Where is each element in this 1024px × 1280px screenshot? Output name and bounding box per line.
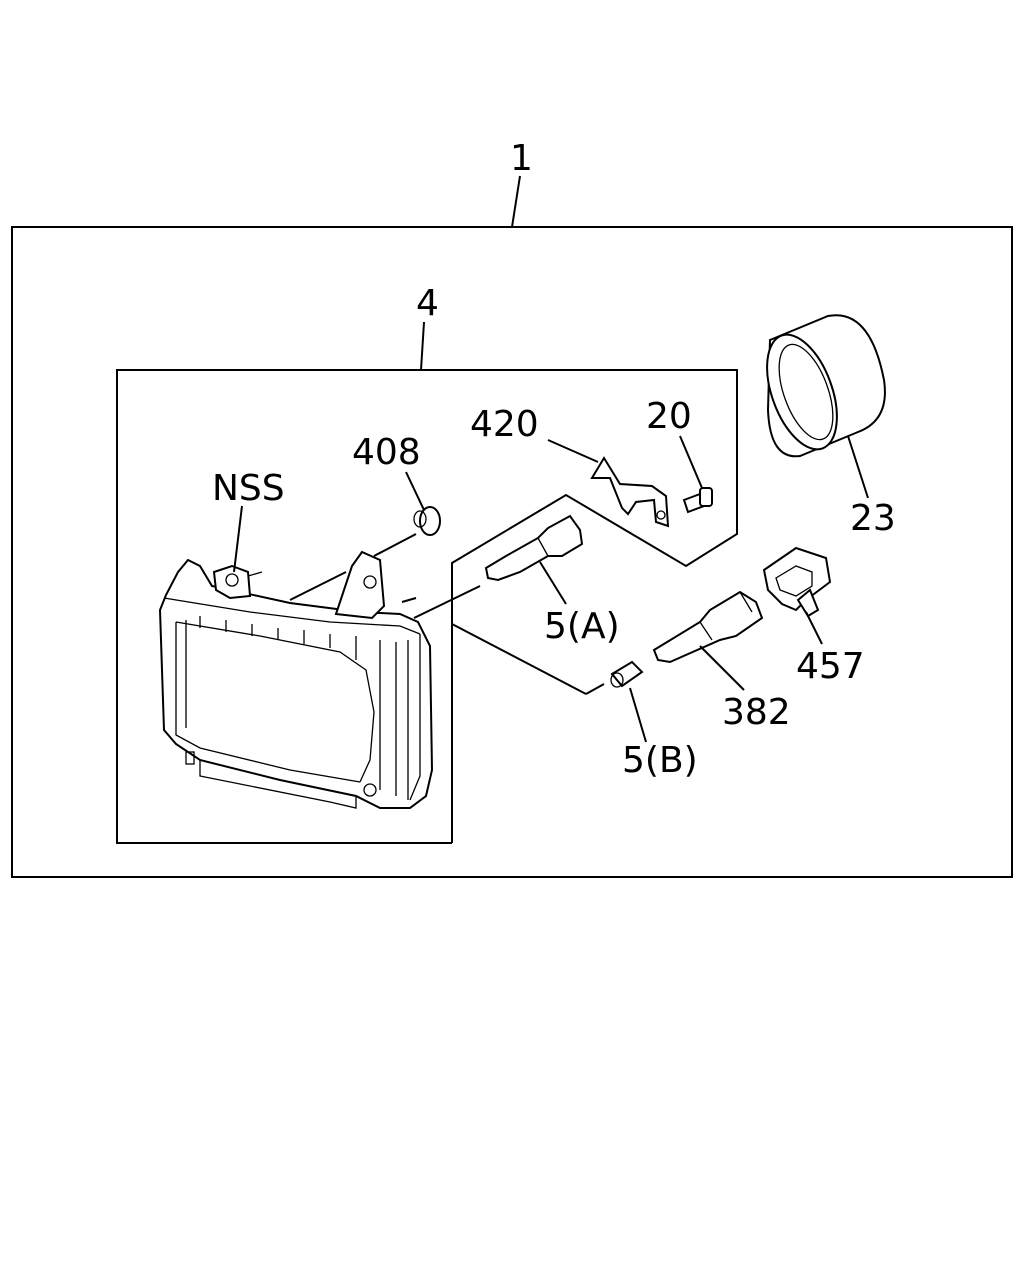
bracket-420 xyxy=(590,456,670,528)
leader-457 xyxy=(805,611,823,645)
subassembly-frame xyxy=(116,369,738,844)
label-382: 382 xyxy=(722,692,791,733)
dash-408 xyxy=(373,533,417,557)
label-nss: NSS xyxy=(212,468,285,509)
label-5a: 5(A) xyxy=(544,606,620,647)
connector-457 xyxy=(762,546,832,618)
label-420: 420 xyxy=(470,404,539,445)
leader-408 xyxy=(405,471,425,511)
leader-5a xyxy=(539,561,567,605)
headlamp-unit xyxy=(158,550,434,809)
label-457: 457 xyxy=(796,646,865,687)
label-23: 23 xyxy=(850,498,896,539)
assembly-leader xyxy=(511,175,521,228)
leader-5b xyxy=(629,687,647,743)
label-1: 1 xyxy=(510,138,533,179)
dash-mid2 xyxy=(585,683,605,695)
leader-23 xyxy=(847,435,869,499)
label-408: 408 xyxy=(352,432,421,473)
dash-5b xyxy=(451,623,587,695)
label-5b: 5(B) xyxy=(622,740,698,781)
leader-382 xyxy=(699,645,745,691)
subassembly-leader xyxy=(420,321,425,371)
label-20: 20 xyxy=(646,396,692,437)
bulb-5a xyxy=(484,514,584,582)
leader-20 xyxy=(679,435,703,489)
label-4: 4 xyxy=(416,283,439,324)
screw-20 xyxy=(682,487,713,514)
dash-408b xyxy=(289,571,347,601)
nss-leader xyxy=(233,505,243,573)
leader-420 xyxy=(547,439,599,463)
dash-5a xyxy=(413,585,481,619)
bulb-5b xyxy=(610,660,644,688)
socket-382 xyxy=(652,590,764,664)
grommet-408 xyxy=(413,506,441,536)
ring-23 xyxy=(766,314,886,458)
dash-mid xyxy=(401,597,417,603)
